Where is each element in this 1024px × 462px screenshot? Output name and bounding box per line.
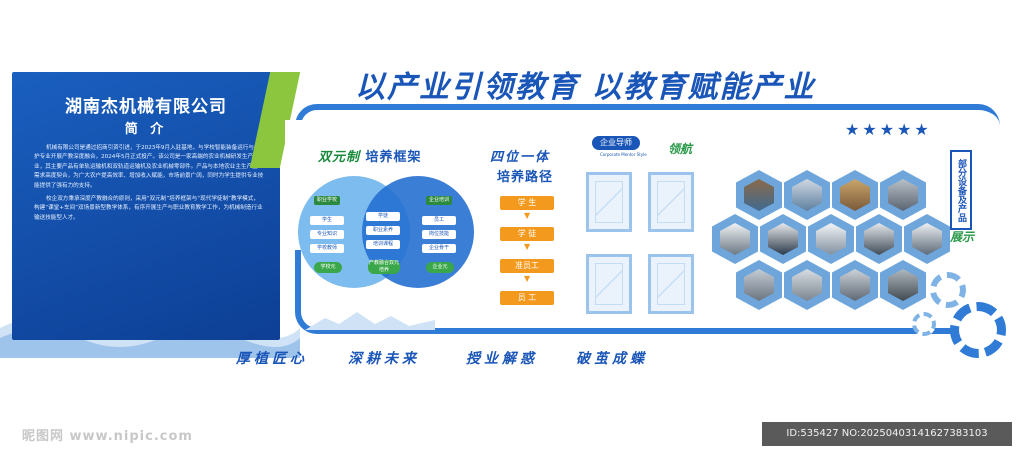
mentor-title: 企业导师 (592, 136, 640, 150)
slogan: 厚植匠心 (236, 351, 308, 367)
dual-system-heading: 培养框架 (365, 150, 422, 165)
path-step: 学 徒 (500, 227, 554, 241)
path-step: 准员工 (500, 259, 554, 273)
gear-icon (912, 312, 936, 336)
products-show: 展示 (950, 230, 975, 244)
watermark-logo: 昵图网 www.nipic.com (22, 429, 193, 444)
down-arrow-icon: ▼ (524, 211, 531, 220)
product-image (880, 260, 926, 310)
mentor-photo-placeholder (648, 172, 694, 232)
intro-body: 机械有限公司是通过招商引资引进，于2023年9月入驻基地，与学校智能装备运行与维… (34, 144, 264, 227)
right-tag: 企业培训 (426, 196, 453, 205)
mentor-photo-placeholder (586, 254, 632, 314)
down-arrow-icon: ▼ (524, 274, 531, 283)
mentor-photo-placeholder (586, 172, 632, 232)
right-item: 员工 (422, 216, 456, 225)
slogan: 深耕未来 (348, 351, 420, 367)
product-image (880, 170, 926, 220)
mid-item: 职业素养 (366, 226, 400, 235)
products-label: 部分设备及产品 (950, 150, 972, 230)
company-name: 湖南杰机械有限公司 (65, 97, 227, 117)
right-item: 岗位技能 (422, 230, 456, 239)
product-image (832, 260, 878, 310)
mentor-lead: 领航 (668, 142, 693, 156)
product-image (712, 214, 758, 264)
gear-icon (930, 272, 966, 308)
left-item: 学校教师 (310, 244, 344, 253)
left-foot: 学校元 (314, 262, 342, 273)
product-image (904, 214, 950, 264)
product-image (784, 170, 830, 220)
mid-item: 学徒 (366, 212, 400, 221)
mid-item: 培训课程 (366, 240, 400, 249)
product-image (736, 260, 782, 310)
mountain-decoration (305, 312, 435, 330)
slogan: 破茧成蝶 (576, 351, 648, 367)
headline-banner: 以产业引领教育 以教育赋能产业 (355, 70, 816, 105)
company-intro-panel: 湖南杰机械有限公司 简 介 机械有限公司是通过招商引资引进，于2023年9月入驻… (12, 72, 280, 340)
left-item: 学生 (310, 216, 344, 225)
down-arrow-icon: ▼ (524, 242, 531, 251)
product-image (784, 260, 830, 310)
left-tag: 职业学校 (314, 196, 341, 205)
product-image (832, 170, 878, 220)
dual-system-prefix: 双元制 (318, 150, 361, 165)
product-image (808, 214, 854, 264)
product-image (856, 214, 902, 264)
path-step: 学 生 (500, 196, 554, 210)
product-image (736, 170, 782, 220)
right-foot: 企业元 (426, 262, 454, 273)
star-rating: ★★★★★ (845, 120, 932, 139)
product-image (760, 214, 806, 264)
four-in-one-title: 四位一体 (490, 150, 551, 165)
intro-paragraph: 机械有限公司是通过招商引资引进，于2023年9月入驻基地，与学校智能装备运行与维… (34, 145, 264, 189)
left-item: 专业知识 (310, 230, 344, 239)
intro-paragraph: 校企双方秉承深度产教融合的原则，采用“双元制”培养框架与“现代学徒制”教学模式，… (34, 196, 263, 221)
watermark-id: ID:535427 NO:20250403141627383103 (762, 422, 1012, 446)
mentor-subtitle: Corporate Mentor Style (600, 152, 647, 157)
mid-foot: 产教融合双元培养 (368, 260, 400, 274)
path-step: 员 工 (500, 291, 554, 305)
right-item: 企业骨干 (422, 244, 456, 253)
intro-subtitle: 简 介 (124, 122, 168, 137)
training-path-title: 培养路径 (497, 170, 554, 185)
gear-icon (950, 302, 1006, 358)
mentor-photo-placeholder (648, 254, 694, 314)
slogan: 授业解惑 (466, 351, 538, 367)
venn-diagram: 职业学校 企业培训 学生 专业知识 学校教师 学徒 职业素养 培训课程 员工 岗… (298, 176, 474, 296)
dual-system-title: 双元制 培养框架 (318, 146, 422, 165)
